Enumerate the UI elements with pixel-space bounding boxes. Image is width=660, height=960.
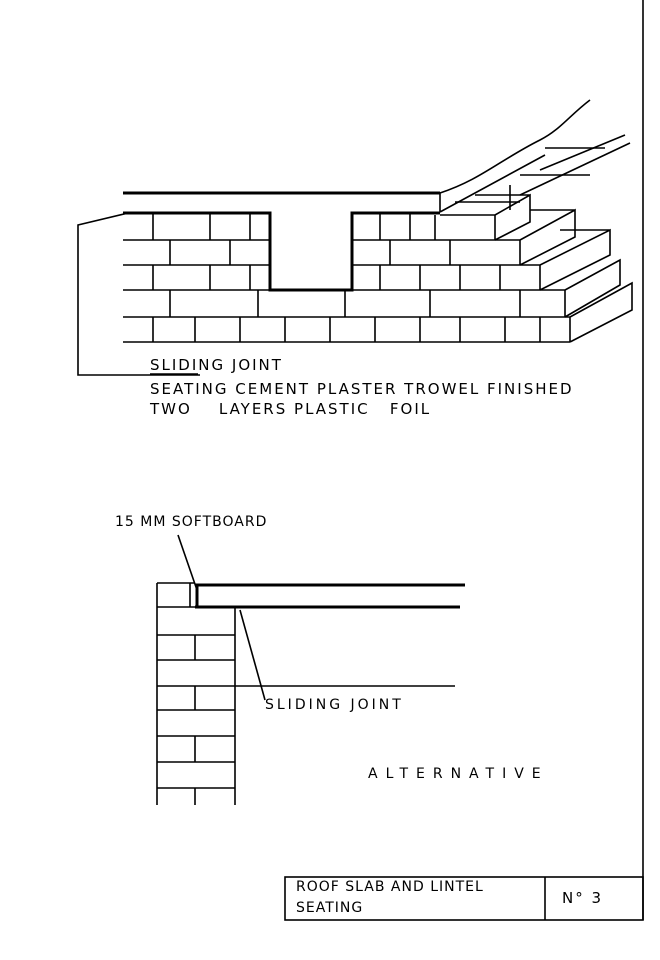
title-block-frame: [284, 876, 644, 921]
title-line-2: SEATING: [296, 900, 364, 916]
title-line-1: ROOF SLAB AND LINTEL: [296, 879, 484, 895]
sheet-number: N° 3: [562, 889, 604, 907]
softboard-label: 15 MM SOFTBOARD: [115, 514, 268, 530]
foil-label: TWO LAYERS PLASTIC FOIL: [150, 400, 432, 418]
seating-label: SEATING CEMENT PLASTER TROWEL FINISHED: [150, 380, 574, 398]
bottom-sliding-joint-label: SLIDING JOINT: [265, 697, 404, 713]
alternative-label: ALTERNATIVE: [368, 766, 549, 782]
alternative-section-detail: [156, 534, 465, 805]
isometric-slab-detail: [77, 99, 633, 376]
sliding-joint-label: SLIDING JOINT: [150, 356, 283, 374]
